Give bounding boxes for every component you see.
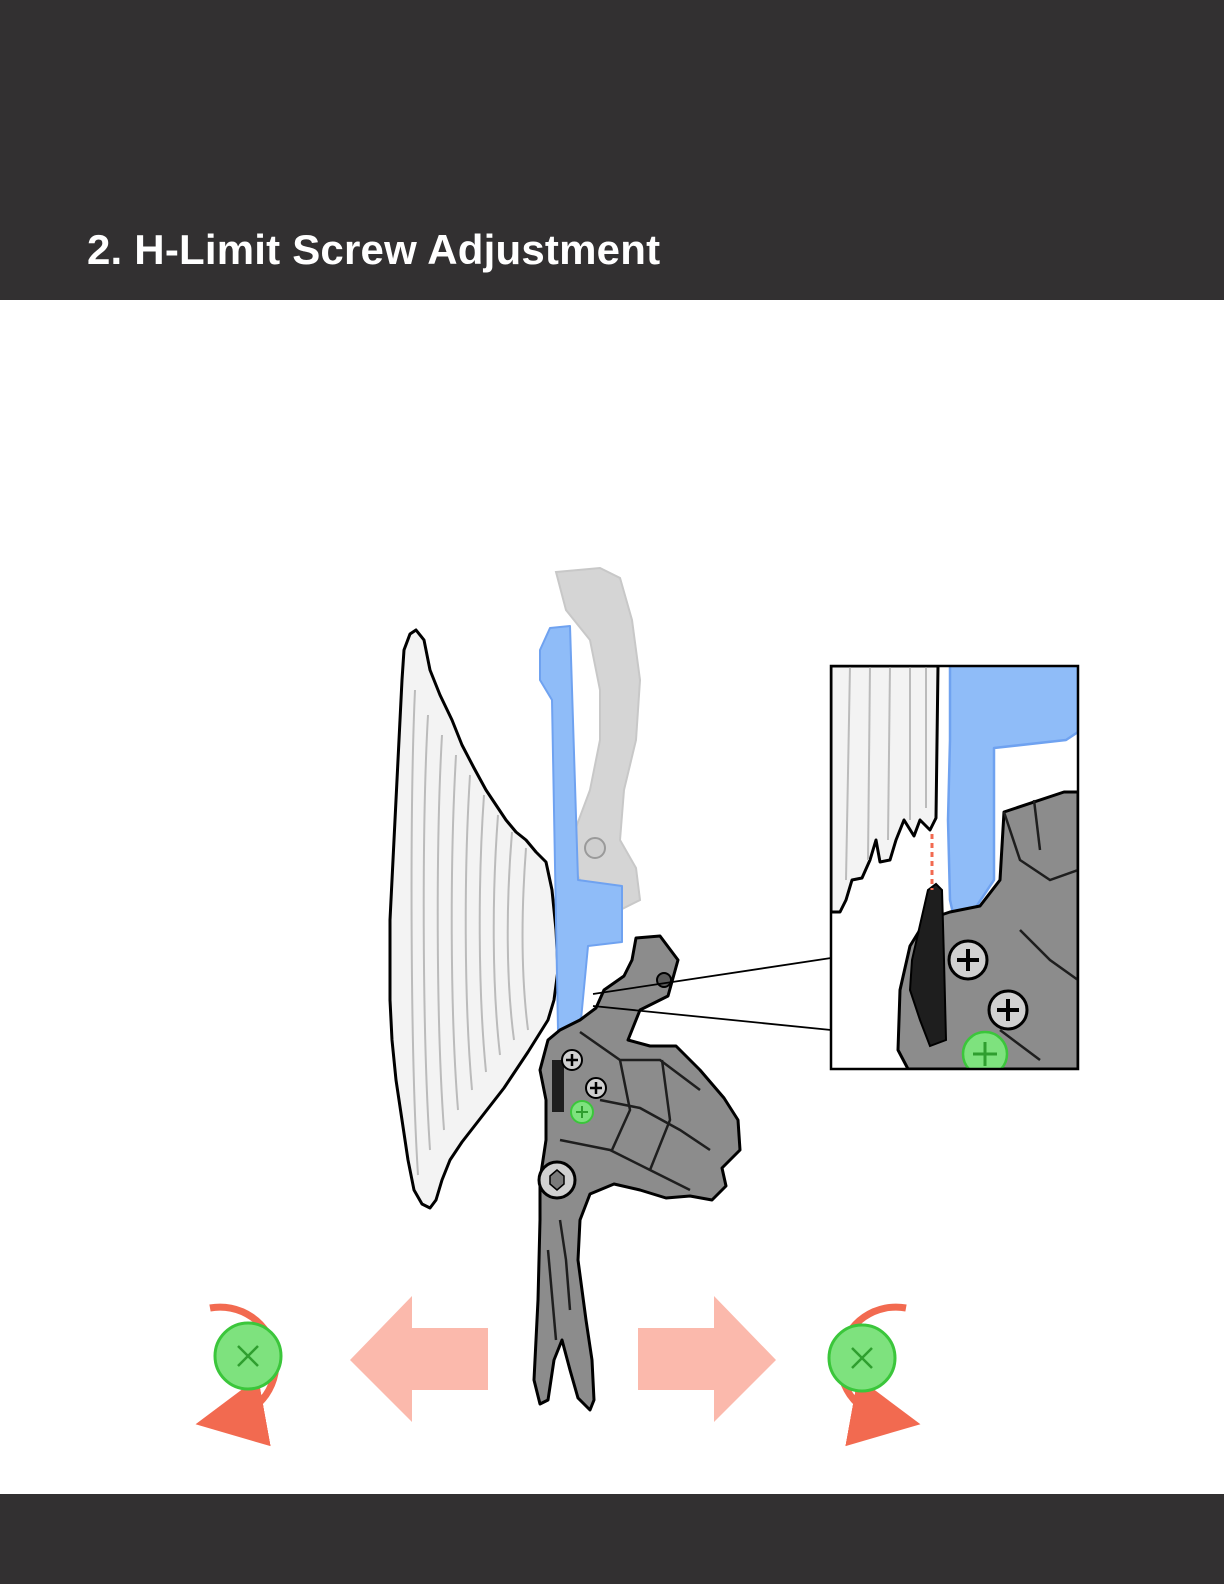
footer-bar <box>0 1494 1224 1584</box>
l-limit-screw <box>562 1050 582 1070</box>
turn-counterclockwise-control <box>210 1307 281 1418</box>
inset-l-limit-screw <box>949 941 987 979</box>
b-tension-screw <box>586 1078 606 1098</box>
move-left-arrow-icon <box>350 1296 488 1422</box>
header-bar: 2. H-Limit Screw Adjustment <box>0 0 1224 300</box>
move-right-arrow-icon <box>638 1296 776 1422</box>
mounting-bolt <box>539 1162 575 1198</box>
h-limit-illustration <box>0 300 1224 1494</box>
derailleur-cage-edge <box>552 1060 564 1112</box>
page-title: 2. H-Limit Screw Adjustment <box>87 222 660 278</box>
cassette <box>390 630 558 1208</box>
turn-clockwise-control <box>829 1307 906 1418</box>
inset-b-tension-screw <box>989 991 1027 1029</box>
h-limit-screw <box>571 1101 593 1123</box>
detail-inset <box>831 666 1078 1076</box>
limit-screw-icon-left <box>215 1323 281 1389</box>
limit-screw-icon-right <box>829 1325 895 1391</box>
